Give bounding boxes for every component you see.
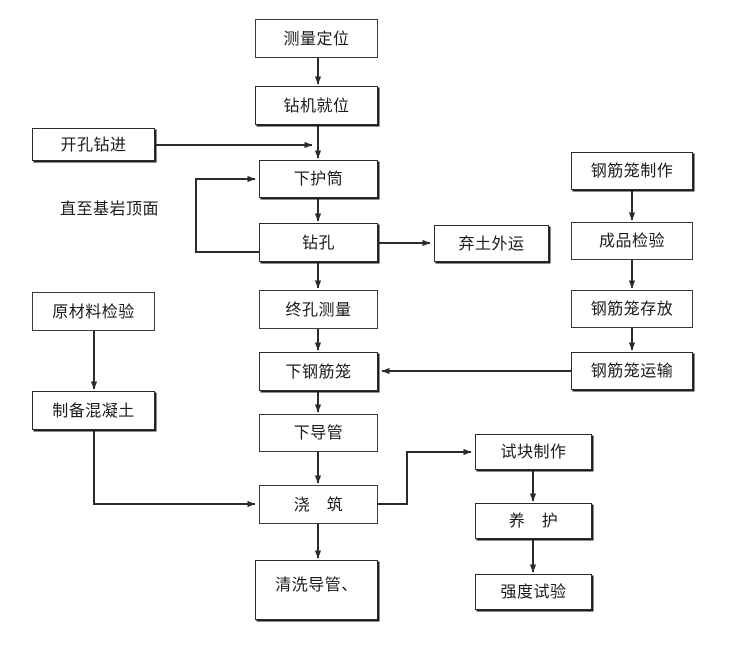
process-node-label: 钢筋笼制作: [590, 161, 674, 180]
process-node-label: 测量定位: [283, 28, 350, 48]
process-node-label: 清洗导管、: [275, 575, 358, 594]
process-node-label: 试块制作: [500, 442, 567, 461]
process-node-n15[interactable]: 成品检验: [571, 222, 693, 260]
process-node-label: 下导管: [293, 423, 344, 442]
process-node-n19[interactable]: 养 护: [475, 503, 592, 539]
process-node-n3[interactable]: 开孔钻进: [32, 128, 155, 161]
process-node-n1[interactable]: 测量定位: [255, 19, 378, 58]
process-node-n13[interactable]: 制备混凝土: [32, 391, 155, 430]
process-node-label: 下钢筋笼: [285, 361, 352, 381]
process-node-label: 钢筋笼存放: [590, 299, 674, 318]
annotation-text-a1: 直至基岩顶面: [60, 199, 160, 218]
process-node-label: 成品检验: [598, 231, 665, 250]
process-node-n2[interactable]: 钻机就位: [255, 86, 378, 125]
process-node-n7[interactable]: 终孔测量: [259, 290, 378, 329]
process-node-label: 强度试验: [500, 582, 567, 601]
process-node-n10[interactable]: 浇 筑: [259, 485, 378, 524]
process-node-n18[interactable]: 试块制作: [475, 434, 592, 470]
process-node-n17[interactable]: 钢筋笼运输: [571, 352, 693, 390]
connector-e13: [93, 430, 256, 508]
process-node-n11[interactable]: 清洗导管、: [255, 560, 378, 620]
process-node-label: 钻孔: [301, 232, 335, 252]
process-node-label: 终孔测量: [285, 299, 352, 319]
process-node-n12[interactable]: 原材料检验: [32, 292, 155, 331]
process-node-n16[interactable]: 钢筋笼存放: [571, 290, 693, 328]
process-node-n5[interactable]: 钻孔: [259, 223, 378, 262]
process-node-n9[interactable]: 下导管: [259, 414, 378, 452]
process-node-n4[interactable]: 下护筒: [259, 160, 378, 198]
process-node-label: 下护筒: [293, 169, 344, 188]
process-node-n6[interactable]: 弃土外运: [434, 225, 549, 262]
process-node-label: 钢筋笼运输: [590, 361, 674, 380]
process-node-n8[interactable]: 下钢筋笼: [259, 352, 378, 391]
connector-e18: [378, 448, 472, 505]
process-node-label: 制备混凝土: [52, 400, 135, 420]
process-node-n14[interactable]: 钢筋笼制作: [571, 152, 693, 190]
process-node-label: 钻机就位: [283, 95, 350, 115]
process-node-label: 原材料检验: [52, 301, 135, 321]
connector-e5: [195, 175, 259, 253]
process-node-label: 养 护: [508, 511, 559, 530]
process-node-label: 开孔钻进: [60, 134, 127, 154]
process-node-label: 浇 筑: [293, 494, 344, 514]
process-node-label: 弃土外运: [458, 233, 525, 253]
process-node-n20[interactable]: 强度试验: [475, 574, 592, 610]
